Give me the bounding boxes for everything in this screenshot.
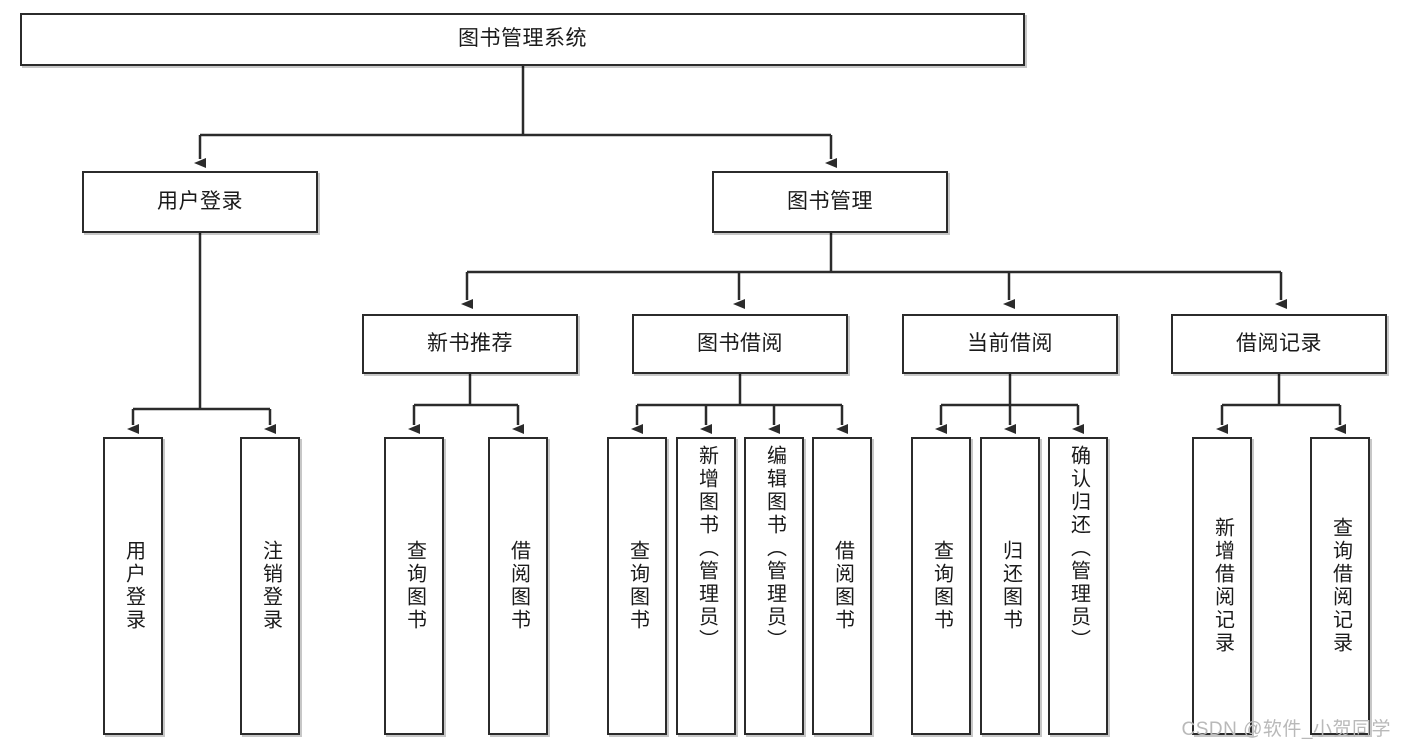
node-book-borrow[interactable]: 图书借阅: [632, 314, 848, 374]
node-leaf-query-book-3[interactable]: 查询图书: [911, 437, 971, 735]
node-leaf-query-book-2-label: 查询图书: [626, 540, 649, 632]
node-leaf-borrow-book-1[interactable]: 借阅图书: [488, 437, 548, 735]
node-book-borrow-label: 图书借阅: [697, 331, 783, 355]
node-leaf-return-book[interactable]: 归还图书: [980, 437, 1040, 735]
node-leaf-query-book-1-label: 查询图书: [403, 540, 426, 632]
node-borrow-record[interactable]: 借阅记录: [1171, 314, 1387, 374]
node-leaf-query-book-2[interactable]: 查询图书: [607, 437, 667, 735]
watermark-text: CSDN @软件_小贺同学: [1181, 719, 1391, 740]
node-leaf-user-login[interactable]: 用户登录: [103, 437, 163, 735]
node-leaf-user-logout-label: 注销登录: [259, 540, 282, 632]
node-leaf-borrow-book-2[interactable]: 借阅图书: [812, 437, 872, 735]
node-user-login[interactable]: 用户登录: [82, 171, 318, 233]
node-new-book-recommend[interactable]: 新书推荐: [362, 314, 578, 374]
node-leaf-add-record[interactable]: 新增借阅记录: [1192, 437, 1252, 735]
node-leaf-add-book[interactable]: 新增图书（管理员）: [676, 437, 736, 735]
node-leaf-return-book-label: 归还图书: [999, 540, 1022, 632]
node-borrow-record-label: 借阅记录: [1236, 331, 1322, 355]
node-root-label: 图书管理系统: [458, 27, 587, 51]
node-leaf-borrow-book-1-label: 借阅图书: [507, 540, 530, 632]
node-user-login-label: 用户登录: [157, 189, 243, 213]
node-book-management-label: 图书管理: [787, 189, 873, 213]
node-book-management[interactable]: 图书管理: [712, 171, 948, 233]
node-leaf-user-logout[interactable]: 注销登录: [240, 437, 300, 735]
node-leaf-confirm-return[interactable]: 确认归还（管理员）: [1048, 437, 1108, 735]
node-leaf-user-login-label: 用户登录: [122, 540, 145, 632]
node-leaf-edit-book-label: 编辑图书（管理员）: [763, 445, 786, 652]
node-leaf-add-book-label: 新增图书（管理员）: [695, 445, 718, 652]
node-leaf-query-record[interactable]: 查询借阅记录: [1310, 437, 1370, 735]
node-leaf-add-record-label: 新增借阅记录: [1211, 517, 1234, 655]
node-current-borrow-label: 当前借阅: [967, 331, 1053, 355]
node-leaf-query-book-1[interactable]: 查询图书: [384, 437, 444, 735]
node-leaf-query-record-label: 查询借阅记录: [1329, 517, 1352, 655]
node-current-borrow[interactable]: 当前借阅: [902, 314, 1118, 374]
node-leaf-edit-book[interactable]: 编辑图书（管理员）: [744, 437, 804, 735]
node-leaf-query-book-3-label: 查询图书: [930, 540, 953, 632]
node-leaf-confirm-return-label: 确认归还（管理员）: [1067, 445, 1090, 652]
node-root[interactable]: 图书管理系统: [20, 13, 1025, 66]
node-new-book-recommend-label: 新书推荐: [427, 331, 513, 355]
node-leaf-borrow-book-2-label: 借阅图书: [831, 540, 854, 632]
